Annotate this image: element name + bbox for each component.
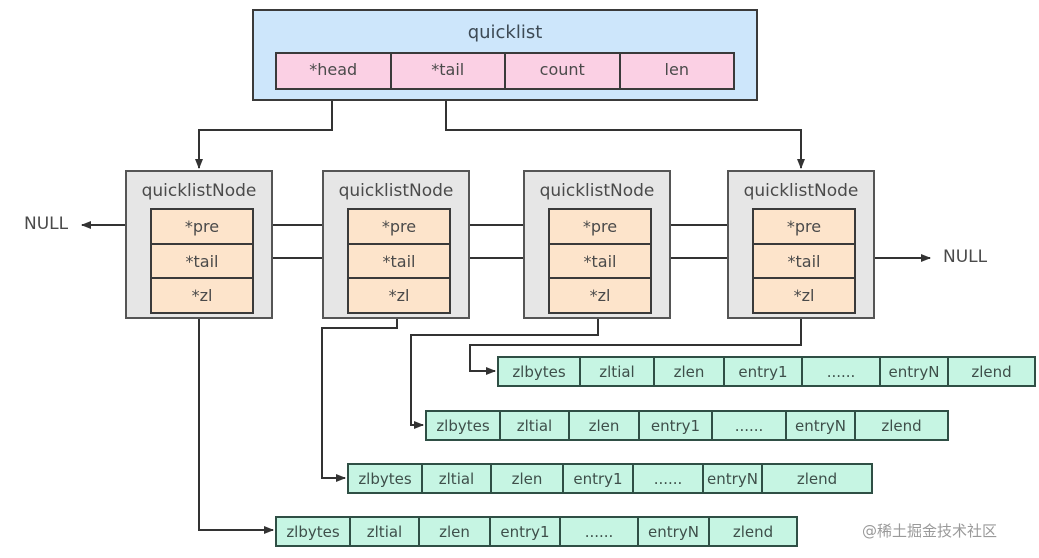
ziplist-cell-entry1: entry1 [564,465,634,492]
ziplist-cell-zllen: zlen [420,518,491,545]
node-title: quicklistNode [743,181,859,201]
ziplist-cell-entryN: entryN [787,412,856,439]
node-title: quicklistNode [539,181,655,201]
node3-zl-arrow [410,306,599,429]
quicklist-node-4: quicklistNode *pre *tail *zl [727,170,875,319]
ziplist-cell-ellipsis: ...... [561,518,639,545]
node-field-pre: *pre [349,210,449,245]
node-fields: *pre *tail *zl [150,208,254,314]
node-field-pre: *pre [152,210,252,245]
ziplist-2: zlbytes zltial zlen entry1 ...... entryN… [425,410,949,441]
node-field-tail: *tail [349,245,449,280]
ziplist-cell-zlend: zlend [796,469,838,488]
tail-pointer-arrow [445,88,805,169]
ziplist-cell-zltail: zltial [581,358,655,385]
quicklist-node-3: quicklistNode *pre *tail *zl [523,170,671,319]
quicklist-field-tail: *tail [392,54,506,88]
node-field-zl: *zl [388,286,410,306]
ziplist-cell-zlbytes: zlbytes [499,358,581,385]
ziplist-cell-entryN: entryN [704,465,763,492]
head-pointer-arrow [195,88,333,169]
quicklist-fields: *head *tail count len [275,52,735,90]
ziplist-cell-zltail: zltial [351,518,420,545]
ziplist-cell-zlbytes: zlbytes [277,518,351,545]
ziplist-cell-entryN: entryN [639,518,710,545]
node-title: quicklistNode [338,181,454,201]
ziplist-cell-zlend: zlend [881,416,922,435]
quicklist-title: quicklist [467,22,543,43]
quicklist-field-count: count [506,54,621,88]
node-field-pre: *pre [550,210,650,245]
node-field-zl: *zl [191,286,213,306]
ziplist-cell-zltail: zltial [423,465,492,492]
node4-zl-arrow [469,306,802,375]
ziplist-cell-zllen: zlen [492,465,564,492]
node2-zl-arrow [321,306,398,482]
quicklist-struct: quicklist *head *tail count len [252,9,758,101]
quicklist-field-head: *head [277,54,392,88]
ziplist-cell-zlend: zlend [971,362,1012,381]
ziplist-1: zlbytes zltial zlen entry1 ...... entryN… [497,356,1036,387]
quicklist-node-2: quicklistNode *pre *tail *zl [322,170,470,319]
node-field-pre: *pre [754,210,854,245]
node-field-zl: *zl [793,286,815,306]
ziplist-cell-zlbytes: zlbytes [427,412,501,439]
node1-zl-arrow [198,306,274,534]
ziplist-cell-entryN: entryN [881,358,949,385]
ziplist-cell-ellipsis: ...... [713,412,787,439]
node-fields: *pre *tail *zl [347,208,451,314]
ziplist-cell-ellipsis: ...... [634,465,704,492]
ziplist-4: zlbytes zltial zlen entry1 ...... entryN… [275,516,798,547]
ziplist-cell-zlend: zlend [732,522,774,541]
ziplist-cell-zltail: zltial [501,412,570,439]
node-field-tail: *tail [550,245,650,280]
node-field-zl: *zl [589,286,611,306]
ziplist-cell-entry1: entry1 [640,412,713,439]
ziplist-cell-zlbytes: zlbytes [349,465,423,492]
ziplist-3: zlbytes zltial zlen entry1 ...... entryN… [347,463,873,494]
ziplist-cell-zllen: zlen [570,412,640,439]
node-field-tail: *tail [152,245,252,280]
node-fields: *pre *tail *zl [752,208,856,314]
watermark-text: @稀土掘金技术社区 [862,522,998,540]
ziplist-cell-entry1: entry1 [491,518,561,545]
ziplist-cell-ellipsis: ...... [803,358,881,385]
quicklist-field-len: len [664,60,689,79]
null-left-label: NULL [24,214,69,234]
node-title: quicklistNode [141,181,257,201]
node-field-tail: *tail [754,245,854,280]
ziplist-cell-zllen: zlen [655,358,725,385]
node-fields: *pre *tail *zl [548,208,652,314]
ziplist-cell-entry1: entry1 [725,358,803,385]
null-right-label: NULL [943,247,988,267]
quicklist-node-1: quicklistNode *pre *tail *zl [125,170,273,319]
